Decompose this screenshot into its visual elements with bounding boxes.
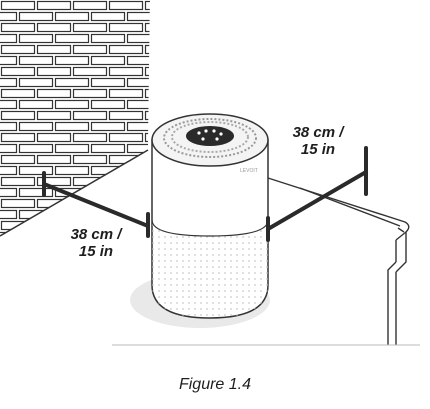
brand-mark: LEVOIT [240, 168, 258, 174]
brick-wall [0, 0, 150, 237]
clearance-label-right: 38 cm / 15 in [276, 124, 360, 158]
right-clearance-line [266, 146, 368, 242]
clearance-label-left: 38 cm / 15 in [54, 226, 138, 260]
figure-caption: Figure 1.4 [178, 376, 252, 393]
side-table [112, 177, 420, 346]
clearance-right-line2: 15 in [300, 141, 336, 158]
left-clearance-line [42, 171, 150, 238]
clearance-right-line1: 38 cm / [292, 124, 344, 141]
air-purifier: LEVOIT [151, 113, 269, 319]
clearance-left-line2: 15 in [78, 243, 114, 260]
clearance-left-line1: 38 cm / [70, 226, 122, 243]
